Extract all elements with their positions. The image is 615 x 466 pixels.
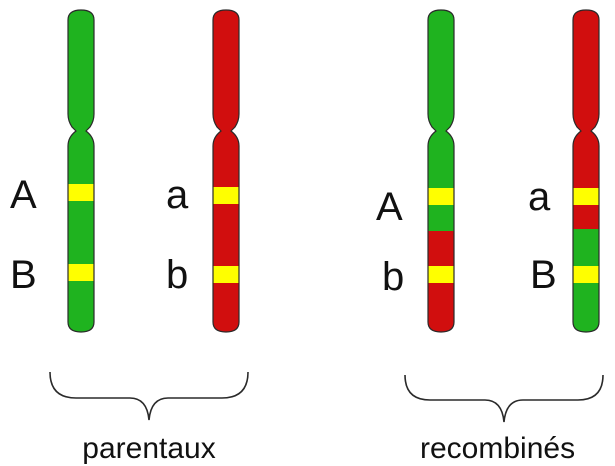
group-label-parental: parentaux [82,432,215,465]
chromosome-4-locus-lower [573,266,599,283]
chromosome-4: a B [528,9,600,333]
chromosome-2-locus-lower [213,266,239,283]
chromosome-2-locus-upper [213,187,239,204]
chromosome-2-segment-top [213,10,239,332]
chromosome-3-locus-lower [428,266,454,283]
gene-label-a: a [166,173,189,217]
gene-label-A: A [10,173,37,217]
chromosome-3-locus-upper [428,188,454,205]
gene-label-B: B [10,253,37,297]
chromosome-4-locus-upper [573,188,599,205]
chromosome-1-locus-lower [68,264,94,281]
gene-label-a-recombinant: a [528,175,551,219]
gene-label-b-recombinant: b [382,255,404,299]
gene-label-B-recombinant: B [530,253,557,297]
brace-recombinant [404,374,604,423]
chromosome-1-segment-top [68,10,94,332]
chromosome-1-locus-upper [68,184,94,201]
chromosome-3: A b [376,9,455,333]
brace-parental [49,371,249,421]
chromosome-4-segment-bottom [573,229,599,332]
chromosome-1: A B [10,9,95,333]
gene-label-A-recombinant: A [376,185,403,229]
chromosome-3-segment-bottom [428,231,454,332]
chromosome-2: a b [166,9,240,333]
gene-label-b: b [166,253,188,297]
group-label-recombinant: recombinés [420,432,575,465]
